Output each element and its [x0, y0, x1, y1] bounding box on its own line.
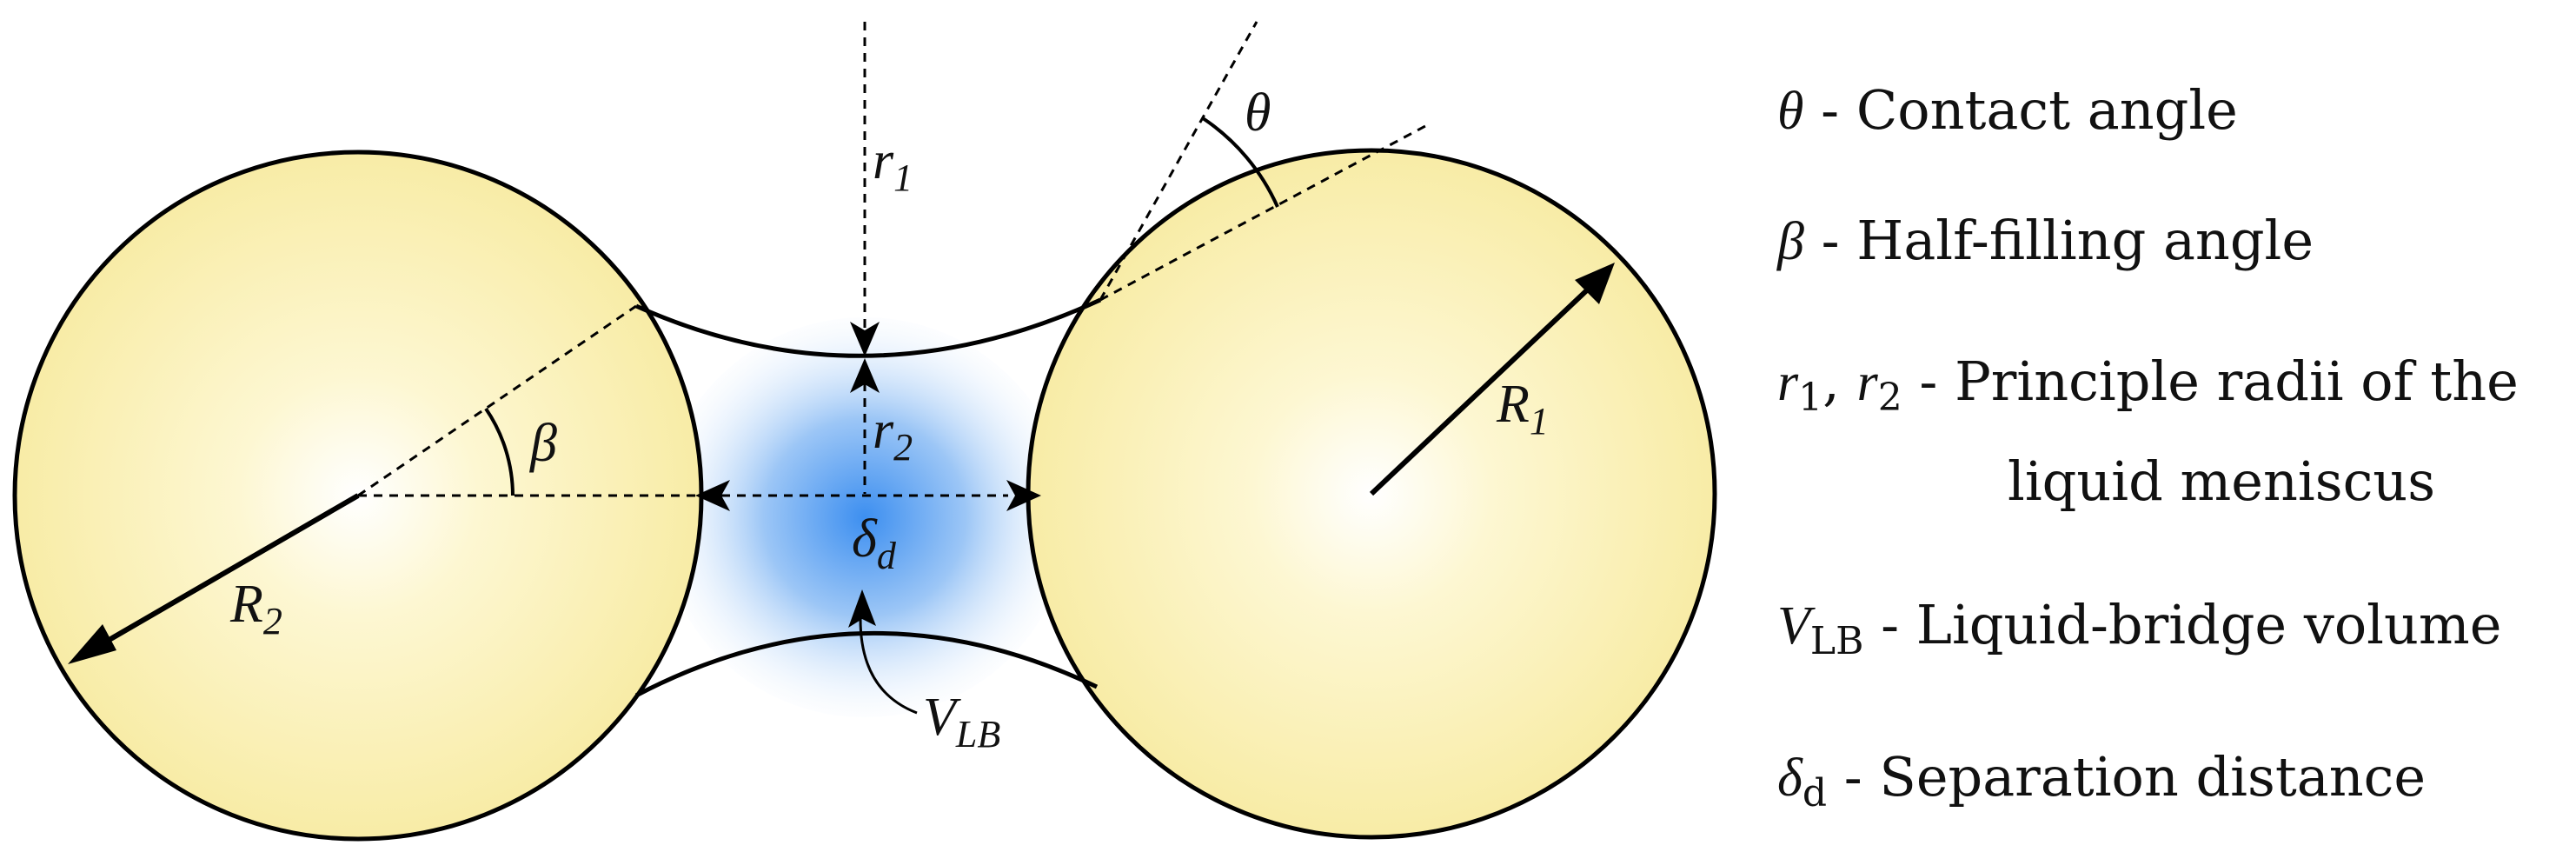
theta-arc: [1201, 116, 1279, 208]
label-delta-base: δ: [852, 509, 878, 569]
meniscus-top: [634, 297, 1102, 358]
legend-delta-sub: d: [1803, 771, 1827, 815]
label-r2-base: r: [873, 401, 894, 460]
label-r2: r2: [873, 401, 913, 469]
legend-beta-text: - Half-filling angle: [1804, 209, 2314, 272]
legend-vlb-sub: LB: [1810, 619, 1864, 663]
liquid-bridge: [661, 317, 1069, 717]
legend: θ - Contact angle β - Half-filling angle…: [1776, 78, 2519, 815]
legend-radii-comma: ,: [1822, 349, 1856, 413]
legend-delta-symbol: δ: [1777, 749, 1803, 808]
legend-radii-text: - Principle radii of the: [1902, 349, 2519, 413]
label-beta: β: [529, 414, 557, 473]
legend-item-radii: r1, r2 - Principle radii of the: [1777, 349, 2519, 420]
legend-r2-sub: 2: [1878, 376, 1902, 420]
vlb-arrow-curve: [859, 618, 918, 715]
legend-r1-symbol: r: [1777, 353, 1799, 412]
label-vlb: VLB: [923, 688, 1000, 755]
vlb-arrow-head: [848, 589, 876, 628]
separation-arrow-right-head: [1006, 480, 1041, 511]
label-r1: r1: [873, 131, 913, 199]
legend-item-theta: θ - Contact angle: [1777, 78, 2238, 142]
r1-big-arrow-shaft: [1369, 284, 1593, 496]
contact-tangent-liquid: [1099, 21, 1258, 301]
legend-vlb-symbol: V: [1777, 596, 1816, 656]
r1-big-arrow-head: [1575, 263, 1615, 304]
label-R1-base: R: [1496, 375, 1530, 434]
legend-item-delta: δd - Separation distance: [1777, 745, 2426, 815]
label-R2-sub: 2: [263, 600, 282, 642]
label-r1-sub: 1: [893, 156, 913, 199]
legend-theta-text: - Contact angle: [1803, 78, 2237, 142]
label-delta-d: δd: [852, 509, 897, 577]
legend-delta-text: - Separation distance: [1827, 745, 2426, 809]
label-R2: R2: [229, 575, 282, 642]
r2-big-arrow-head: [68, 624, 116, 664]
r2-arrow-head: [850, 358, 880, 393]
legend-theta-symbol: θ: [1777, 82, 1803, 141]
legend-vlb-text: - Liquid-bridge volume: [1863, 593, 2501, 656]
label-vlb-base: V: [923, 688, 961, 747]
beta-arc: [484, 407, 515, 496]
label-r2-sub: 2: [893, 426, 913, 469]
label-r1-base: r: [873, 131, 894, 190]
legend-item-beta: β - Half-filling angle: [1776, 209, 2314, 272]
label-R1: R1: [1496, 375, 1549, 443]
label-R2-base: R: [229, 575, 263, 634]
legend-item-radii-line2: liquid meniscus: [2008, 449, 2435, 513]
separation-arrow-left-head: [695, 480, 730, 511]
legend-beta-symbol: β: [1776, 212, 1804, 271]
meniscus-bottom: [634, 631, 1099, 698]
label-vlb-sub: LB: [955, 713, 1000, 755]
r2-big-arrow-shaft: [94, 493, 360, 650]
label-R1-sub: 1: [1530, 400, 1549, 443]
r1-arrow-head: [850, 322, 880, 356]
legend-item-vlb: VLB - Liquid-bridge volume: [1777, 593, 2501, 663]
label-theta: θ: [1245, 83, 1271, 143]
legend-r1-sub: 1: [1798, 376, 1822, 420]
label-delta-sub: d: [877, 535, 897, 577]
legend-r2-symbol: r: [1857, 353, 1879, 412]
